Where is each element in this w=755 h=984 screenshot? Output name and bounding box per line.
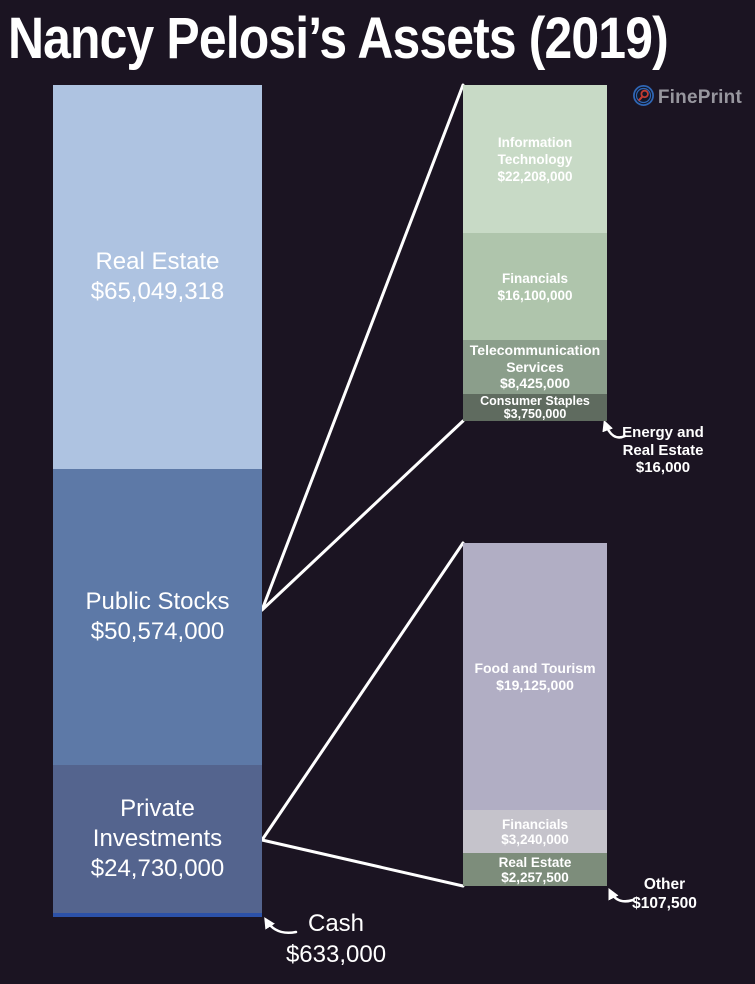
segment-label: Real Estate: [95, 248, 220, 275]
segment-label: Private Investments: [92, 795, 223, 852]
segment-value: $8,425,000: [499, 375, 571, 392]
segment-label: Real Estate: [498, 854, 572, 870]
segment-value: $22,208,000: [497, 168, 573, 184]
segment-label: Telecommunication Services: [469, 342, 601, 375]
magnifier-icon: [632, 84, 655, 112]
private-investments-breakdown-bar: Food and Tourism $19,125,000 Financials …: [463, 543, 607, 886]
segment-consumer-staples: Consumer Staples $3,750,000: [463, 394, 607, 421]
segment-telecommunication-services: Telecommunication Services $8,425,000: [463, 340, 607, 394]
segment-financials: Financials $16,100,000: [463, 233, 607, 340]
energy-real-estate-callout: Energy and Real Estate $16,000: [606, 424, 720, 477]
segment-label: Consumer Staples: [480, 394, 590, 408]
segment-private-investments: Private Investments $24,730,000: [53, 765, 262, 913]
callout-value: $107,500: [632, 895, 697, 912]
segment-public-stocks: Public Stocks $50,574,000: [53, 469, 262, 765]
segment-label: Food and Tourism: [474, 659, 596, 676]
segment-label: Public Stocks: [85, 588, 230, 615]
callout-value: $633,000: [285, 941, 387, 968]
connector-private-investments-top: [260, 541, 465, 842]
segment-real-estate: Real Estate $65,049,318: [53, 85, 262, 469]
segment-label: Information Technology: [497, 134, 573, 167]
segment-financials: Financials $3,240,000: [463, 810, 607, 853]
segment-food-and-tourism: Food and Tourism $19,125,000: [463, 543, 607, 810]
segment-value: $50,574,000: [90, 618, 225, 645]
segment-label: Financials: [501, 816, 569, 832]
connector-public-stocks-top: [260, 83, 465, 612]
public-stocks-breakdown-bar: Information Technology $22,208,000 Finan…: [463, 85, 607, 421]
segment-information-technology: Information Technology $22,208,000: [463, 85, 607, 233]
segment-value: $2,257,500: [501, 869, 569, 885]
segment-value: $3,750,000: [503, 406, 567, 421]
segment-value: $65,049,318: [90, 278, 225, 305]
segment-label: Financials: [501, 270, 569, 286]
segment-value: $3,240,000: [501, 831, 569, 847]
segment-value: $16,100,000: [497, 287, 573, 303]
other-callout: Other $107,500: [614, 875, 715, 913]
callout-label: Energy and Real Estate: [622, 424, 704, 459]
segment-value: $19,125,000: [496, 676, 574, 693]
brand-logo: FinePrint: [632, 84, 742, 112]
cash-callout: Cash $633,000: [270, 908, 402, 970]
connector-public-stocks-bottom: [260, 419, 465, 612]
callout-label: Other: [643, 876, 686, 893]
brand-name: FinePrint: [657, 87, 742, 108]
total-assets-bar: Real Estate $65,049,318 Public Stocks $5…: [53, 85, 262, 917]
segment-cash: [53, 913, 262, 917]
chart-title: Nancy Pelosi’s Assets (2019): [8, 6, 669, 71]
callout-label: Cash: [307, 910, 365, 937]
connector-private-investments-bottom: [260, 838, 465, 888]
callout-value: $16,000: [635, 459, 691, 476]
segment-value: $24,730,000: [90, 855, 225, 882]
segment-real-estate-private: Real Estate $2,257,500: [463, 853, 607, 886]
